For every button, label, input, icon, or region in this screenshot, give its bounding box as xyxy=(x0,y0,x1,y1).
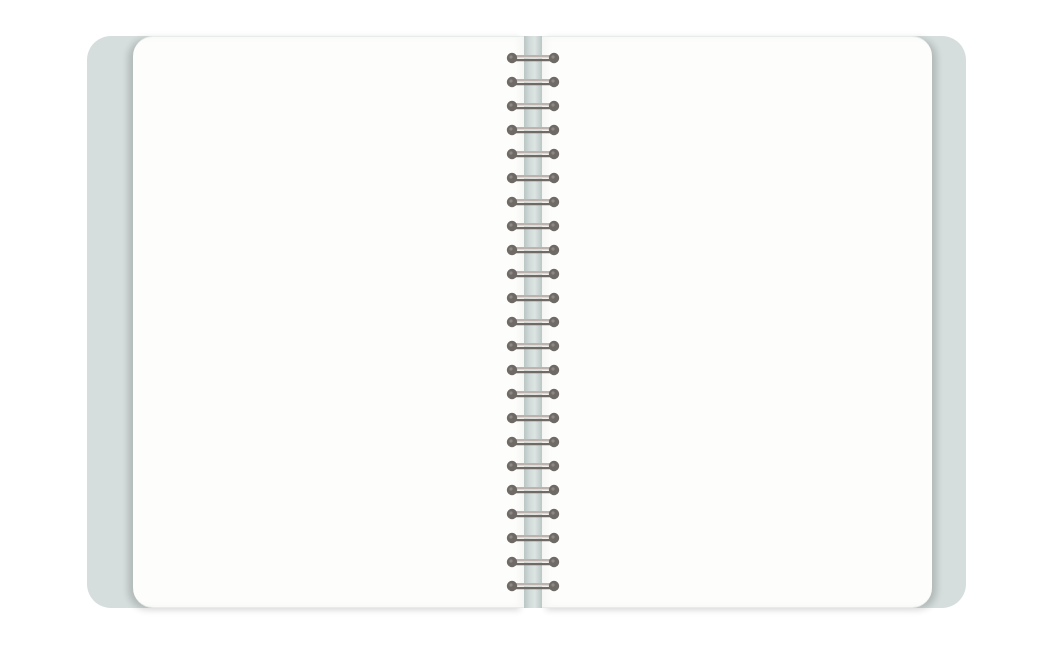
spiral-ring xyxy=(503,98,563,114)
spiral-ring xyxy=(503,146,563,162)
spiral-ring xyxy=(503,410,563,426)
spiral-ring xyxy=(503,506,563,522)
spiral-ring xyxy=(503,194,563,210)
spiral-ring xyxy=(503,362,563,378)
spiral-ring xyxy=(503,74,563,90)
spiral-ring xyxy=(503,290,563,306)
spiral-ring xyxy=(503,218,563,234)
spiral-ring xyxy=(503,434,563,450)
right-page xyxy=(541,36,932,608)
spiral-ring xyxy=(503,338,563,354)
spiral-ring xyxy=(503,482,563,498)
spiral-ring xyxy=(503,386,563,402)
spiral-ring xyxy=(503,458,563,474)
spiral-ring xyxy=(503,530,563,546)
spiral-binding xyxy=(503,50,563,595)
spiral-ring xyxy=(503,242,563,258)
spiral-ring xyxy=(503,578,563,594)
left-page xyxy=(133,36,525,608)
spiral-ring xyxy=(503,170,563,186)
spiral-ring xyxy=(503,122,563,138)
spiral-ring xyxy=(503,314,563,330)
spiral-ring xyxy=(503,50,563,66)
spiral-ring xyxy=(503,554,563,570)
spiral-ring xyxy=(503,266,563,282)
